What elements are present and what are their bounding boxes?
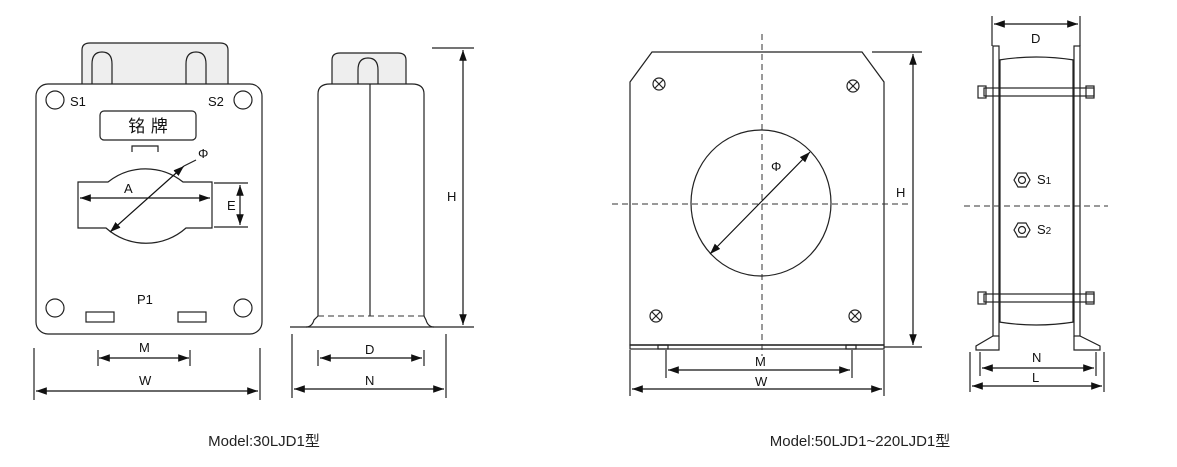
w-dim-label: W [755, 374, 768, 389]
n-dim-label: N [365, 373, 374, 388]
screw-icon [652, 77, 666, 91]
left-front-view [33, 42, 263, 400]
terminal-s1-label: S1 [1037, 172, 1052, 187]
screw-icon [846, 79, 860, 93]
terminal-p1-label: P1 [137, 292, 153, 307]
a-dim-label: A [124, 181, 133, 196]
right-side-view [964, 16, 1108, 392]
n-dim-label: N [1032, 350, 1041, 365]
left-labels: S1 S2 铭 牌 Φ A E P1 M W H D N Model:30LJD… [70, 94, 456, 450]
m-dim-label: M [755, 354, 766, 369]
nameplate-label: 铭 牌 [128, 117, 167, 137]
left-side-view [290, 47, 474, 398]
h-dim-label: H [447, 189, 456, 204]
terminal-s1-label: S1 [70, 94, 86, 109]
left-caption: Model:30LJD1型 [208, 433, 320, 450]
h-dim-label: H [896, 185, 905, 200]
screw-icon [848, 309, 862, 323]
screw-icon [649, 309, 663, 323]
right-front-view [612, 34, 922, 396]
right-caption: Model:50LJD1~220LJD1型 [770, 433, 951, 450]
phi-dim-label: Φ [771, 159, 781, 174]
e-dim-label: E [227, 198, 236, 213]
terminal-s2-label: S2 [208, 94, 224, 109]
phi-dim-label: Φ [198, 146, 208, 161]
hex-nut-icon [1013, 222, 1031, 238]
d-dim-label: D [365, 342, 374, 357]
terminal-s2-label: S2 [1037, 222, 1052, 237]
right-labels: Φ H M W D N L S1 S2 Model:50LJD1~220LJD1… [755, 31, 1052, 450]
d-dim-label: D [1031, 31, 1040, 46]
m-dim-label: M [139, 340, 150, 355]
w-dim-label: W [139, 373, 152, 388]
l-dim-label: L [1032, 370, 1039, 385]
hex-nut-icon [1013, 172, 1031, 188]
